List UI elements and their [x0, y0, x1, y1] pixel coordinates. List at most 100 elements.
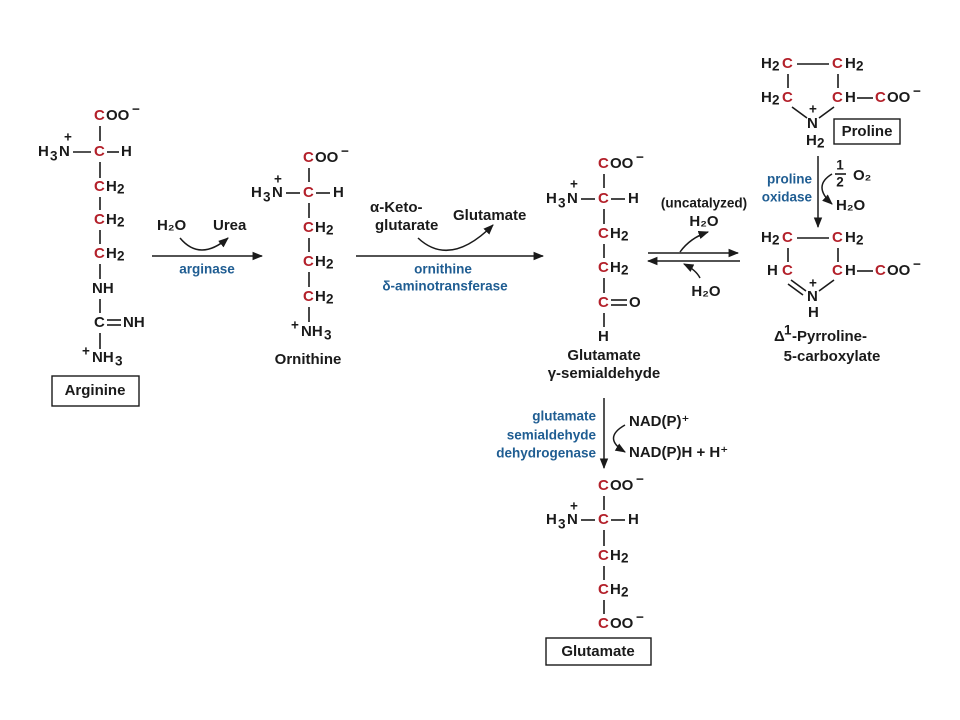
- glutamate-byproduct: Glutamate: [453, 207, 526, 224]
- subscript: 2: [117, 182, 125, 197]
- water-reverse: H₂O: [691, 283, 720, 300]
- alpha-ketoglutarate-line2: glutarate: [375, 217, 438, 234]
- atom-c: C: [875, 262, 886, 279]
- atom-c: C: [94, 143, 105, 160]
- cyclization-reaction: (uncatalyzed) H₂O H₂O: [646, 196, 747, 300]
- arginase-reaction: H₂O Urea arginase: [152, 217, 264, 277]
- subscript: 3: [115, 354, 123, 369]
- proline-structure: H 2 C C H 2 H 2 C C H C OO − + N H 2 Pro…: [761, 55, 921, 151]
- atom-h: H: [106, 245, 117, 262]
- proline-label: Proline: [842, 123, 893, 140]
- curved-arrow-reverse: [683, 263, 701, 279]
- atom-o: O: [629, 294, 641, 311]
- water-reactant: H₂O: [157, 217, 186, 234]
- bond: [791, 106, 808, 119]
- atom-h: H: [845, 262, 856, 279]
- atom-h: H: [598, 328, 609, 345]
- atom-h: H: [845, 89, 856, 106]
- subscript: 2: [326, 257, 334, 272]
- subscript: 2: [621, 585, 629, 600]
- atom-h: H: [628, 511, 639, 528]
- subscript: 2: [326, 223, 334, 238]
- subscript: 3: [558, 196, 566, 211]
- subscript: 2: [817, 136, 825, 151]
- water-product: H₂O: [836, 197, 865, 214]
- atom-coo: OO: [315, 149, 339, 166]
- atom-h: H: [610, 581, 621, 598]
- atom-coo: OO: [106, 107, 130, 124]
- atom-coo: OO: [610, 477, 634, 494]
- atom-c: C: [782, 229, 793, 246]
- atom-h: H: [610, 259, 621, 276]
- enzyme-line1: ornithine: [414, 262, 472, 277]
- pyrroline-label-line2: 5-carboxylate: [784, 348, 881, 365]
- subscript: 2: [326, 292, 334, 307]
- charge-plus: +: [64, 130, 72, 145]
- atom-c: C: [875, 89, 886, 106]
- subscript: 3: [50, 149, 58, 164]
- bond: [818, 106, 835, 119]
- proline-oxidase-reaction: proline oxidase 1 2 O₂ H₂O: [762, 156, 871, 229]
- curved-arrow: [821, 173, 833, 205]
- atom-h: H: [761, 229, 772, 246]
- charge-plus: +: [570, 177, 578, 192]
- atom-n: N: [807, 288, 818, 305]
- enzyme-line2: semialdehyde: [507, 428, 597, 443]
- uncatalyzed-label: (uncatalyzed): [661, 196, 747, 211]
- charge-plus: +: [809, 276, 817, 291]
- enzyme-line2: oxidase: [762, 190, 813, 205]
- atom-c: C: [832, 262, 843, 279]
- double-bond: [787, 283, 804, 296]
- glutamate-semialdehyde-label-line2: γ-semialdehyde: [548, 365, 661, 382]
- enzyme-line1: proline: [767, 172, 812, 187]
- atom-n: N: [567, 511, 578, 528]
- atom-c: C: [832, 229, 843, 246]
- atom-h: H: [546, 511, 557, 528]
- label-box: [833, 118, 901, 145]
- atom-c: C: [94, 245, 105, 262]
- delta-symbol: Δ: [774, 328, 785, 345]
- subscript: 2: [621, 263, 629, 278]
- atom-c: C: [832, 55, 843, 72]
- charge-minus: −: [636, 472, 644, 487]
- atom-h: H: [106, 211, 117, 228]
- atom-h: H: [808, 304, 819, 321]
- atom-c: C: [598, 547, 609, 564]
- atom-h: H: [767, 262, 778, 279]
- charge-plus: +: [291, 318, 299, 333]
- delta-superscript: 1: [784, 323, 792, 338]
- curved-arrow: [612, 424, 626, 453]
- atom-h: H: [315, 288, 326, 305]
- atom-c: C: [303, 253, 314, 270]
- nadph-product: NAD(P)H + H⁺: [629, 444, 728, 461]
- pyrroline-carboxylate-structure: H 2 C C H 2 H C C H C OO − + N H Δ 1 -Py…: [761, 229, 921, 365]
- subscript: 3: [558, 517, 566, 532]
- atom-c: C: [598, 477, 609, 494]
- subscript: 2: [772, 233, 780, 248]
- double-bond: [790, 279, 807, 292]
- atom-c: C: [94, 211, 105, 228]
- atom-h: H: [761, 89, 772, 106]
- charge-minus: −: [132, 102, 140, 117]
- subscript: 3: [324, 328, 332, 343]
- atom-c: C: [598, 581, 609, 598]
- charge-minus: −: [636, 610, 644, 625]
- atom-h: H: [610, 547, 621, 564]
- atom-c: C: [598, 259, 609, 276]
- atom-h: H: [610, 225, 621, 242]
- atom-c: C: [94, 107, 105, 124]
- fraction-denominator: 2: [836, 175, 844, 190]
- atom-coo: OO: [887, 89, 911, 106]
- atom-h: H: [845, 55, 856, 72]
- arginine-label: Arginine: [65, 382, 126, 399]
- alpha-ketoglutarate-line1: α-Keto-: [370, 199, 423, 216]
- subscript: 2: [117, 215, 125, 230]
- atom-c: C: [94, 314, 105, 331]
- enzyme-line1: glutamate: [532, 409, 596, 424]
- subscript: 2: [621, 551, 629, 566]
- charge-plus: +: [82, 344, 90, 359]
- subscript: 3: [263, 190, 271, 205]
- atom-n: N: [807, 115, 818, 132]
- arginase-enzyme: arginase: [179, 262, 235, 277]
- subscript: 2: [772, 59, 780, 74]
